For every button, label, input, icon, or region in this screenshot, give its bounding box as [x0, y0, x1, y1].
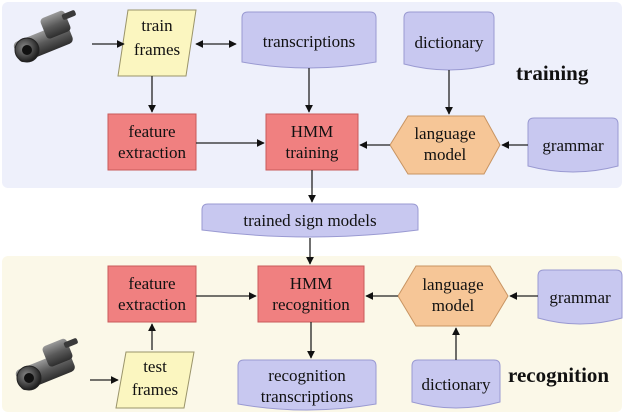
- test-frames-line-2: frames: [132, 380, 178, 399]
- train-frames-line-2: frames: [134, 40, 180, 59]
- grammar-training-label: grammar: [542, 136, 604, 155]
- grammar-recognition-node: grammar: [537, 269, 623, 325]
- transcriptions-node: transcriptions: [241, 11, 377, 69]
- trained-sign-models-node: trained sign models: [201, 203, 419, 238]
- grammar-recognition-label: grammar: [549, 288, 611, 307]
- hmm-training-line-2: training: [286, 143, 339, 162]
- video-camera-icon: [13, 10, 76, 63]
- language-model-recognition-line-1: language: [422, 275, 483, 294]
- video-camera-icon: [15, 338, 78, 391]
- training-section-label: training: [516, 61, 589, 85]
- feature-extraction-recognition-line-2: extraction: [118, 295, 186, 314]
- feature-extraction-training-line-1: feature: [128, 122, 175, 141]
- recognition-transcriptions-line-2: transcriptions: [261, 387, 354, 406]
- test-frames-node: test frames: [115, 351, 195, 409]
- dictionary-training-node: dictionary: [403, 11, 495, 71]
- language-model-recognition-node: language model: [397, 265, 509, 327]
- feature-extraction-recognition-node: feature extraction: [107, 265, 197, 323]
- language-model-recognition-line-2: model: [432, 296, 475, 315]
- recognition-transcriptions-line-1: recognition: [268, 366, 346, 385]
- transcriptions-label: transcriptions: [263, 32, 356, 51]
- train-frames-node: train frames: [117, 9, 197, 77]
- dictionary-training-label: dictionary: [415, 33, 484, 52]
- train-frames-line-1: train: [141, 16, 173, 35]
- recognition-transcriptions-node: recognition transcriptions: [237, 359, 377, 411]
- hmm-recognition-line-1: HMM: [290, 274, 333, 293]
- hmm-training-line-1: HMM: [291, 122, 334, 141]
- language-model-training-line-1: language: [414, 124, 475, 143]
- language-model-training-line-2: model: [424, 145, 467, 164]
- feature-extraction-training-line-2: extraction: [118, 143, 186, 162]
- hmm-recognition-line-2: recognition: [272, 295, 350, 314]
- feature-extraction-recognition-line-1: feature: [128, 274, 175, 293]
- dictionary-recognition-node: dictionary: [411, 359, 501, 409]
- feature-extraction-training-node: feature extraction: [107, 113, 197, 171]
- dictionary-recognition-label: dictionary: [422, 375, 491, 394]
- language-model-training-node: language model: [389, 115, 501, 175]
- trained-sign-models-label: trained sign models: [243, 211, 376, 230]
- test-frames-line-1: test: [143, 357, 167, 376]
- hmm-training-node: HMM training: [265, 113, 359, 171]
- hmm-recognition-node: HMM recognition: [257, 265, 365, 323]
- recognition-section-label: recognition: [508, 363, 609, 387]
- grammar-training-node: grammar: [527, 117, 619, 173]
